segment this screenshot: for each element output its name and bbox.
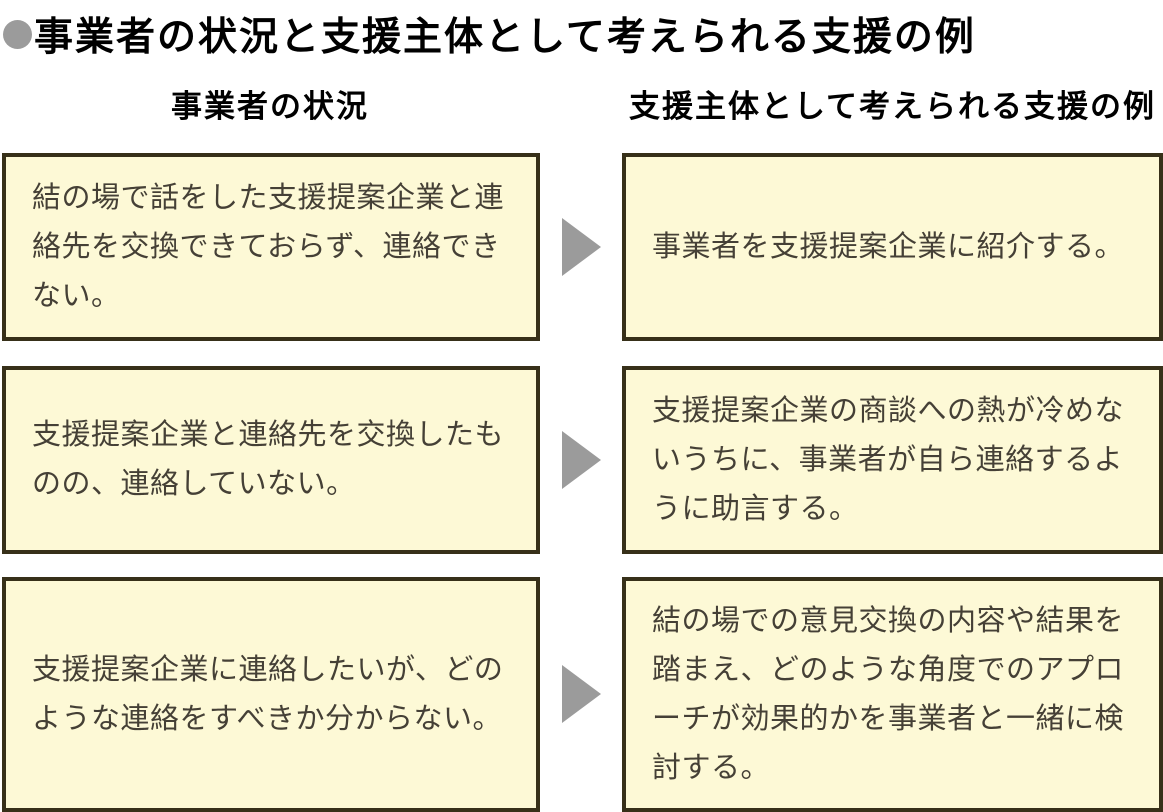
arrow-right-icon-1 <box>562 218 601 276</box>
arrow-right-icon-3 <box>562 665 601 723</box>
situation-text-3: 支援提案企業に連絡したいが、どのような連絡をすべきか分からない。 <box>32 653 504 735</box>
situation-box-2: 支援提案企業と連絡先を交換したものの、連絡していない。 <box>2 366 540 554</box>
bullet-circle-icon <box>3 19 32 49</box>
arrow-right-icon-2 <box>562 431 601 489</box>
situation-box-3: 支援提案企業に連絡したいが、どのような連絡をすべきか分からない。 <box>2 577 540 812</box>
figure-title: 事業者の状況と支援主体として考えられる支援の例 <box>3 6 976 62</box>
situation-text-1: 結の場で話をした支援提案企業と連絡先を交換できておらず、連絡できない。 <box>32 181 505 312</box>
support-text-2: 支援提案企業の商談への熱が冷めないうちに、事業者が自ら連絡するように助言する。 <box>652 394 1125 525</box>
support-box-3: 結の場での意見交換の内容や結果を踏まえ、どのような角度でのアプローチが効果的かを… <box>622 577 1163 812</box>
situation-box-1: 結の場で話をした支援提案企業と連絡先を交換できておらず、連絡できない。 <box>2 153 540 341</box>
column-header-support: 支援主体として考えられる支援の例 <box>628 89 1157 124</box>
support-box-1: 事業者を支援提案企業に紹介する。 <box>622 153 1163 341</box>
support-text-1: 事業者を支援提案企業に紹介する。 <box>652 230 1125 263</box>
figure-title-text: 事業者の状況と支援主体として考えられる支援の例 <box>34 16 976 59</box>
support-text-3: 結の場での意見交換の内容や結果を踏まえ、どのような角度でのアプローチが効果的かを… <box>652 604 1125 784</box>
column-header-situation: 事業者の状況 <box>171 89 369 124</box>
support-box-2: 支援提案企業の商談への熱が冷めないうちに、事業者が自ら連絡するように助言する。 <box>622 366 1163 554</box>
situation-text-2: 支援提案企業と連絡先を交換したものの、連絡していない。 <box>32 419 505 500</box>
